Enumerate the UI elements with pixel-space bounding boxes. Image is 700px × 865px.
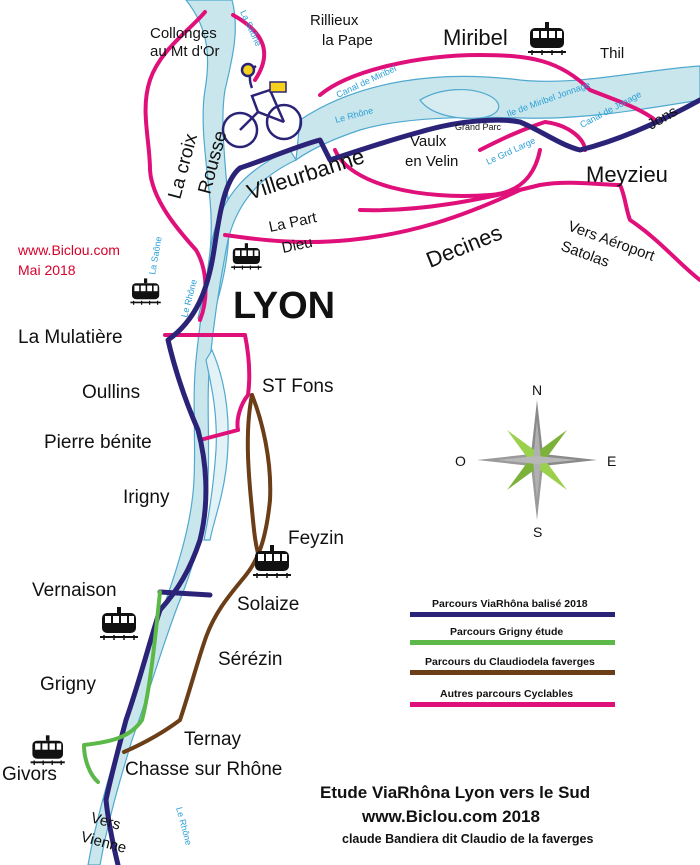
label-collonges-1: Collonges bbox=[150, 25, 217, 42]
label-decines: Decines bbox=[423, 220, 506, 273]
label-saone-top: La Saône bbox=[238, 9, 263, 48]
legend-swatch-viarhona bbox=[410, 612, 615, 617]
credit-date: Mai 2018 bbox=[18, 262, 76, 278]
label-saone-left: La Saône bbox=[147, 236, 164, 276]
legend-swatch-cyclable bbox=[410, 702, 615, 707]
label-givors: Givors bbox=[2, 764, 57, 785]
label-ternay: Ternay bbox=[184, 729, 242, 750]
legend-swatch-grigny bbox=[410, 640, 615, 645]
cyclable-grand-large bbox=[478, 120, 587, 152]
label-grigny: Grigny bbox=[40, 674, 96, 695]
cyclable-partdieu bbox=[223, 188, 522, 245]
legend-swatch-claudio bbox=[410, 670, 615, 675]
label-mulatiere: La Mulatière bbox=[18, 327, 123, 348]
grigny-route bbox=[82, 590, 162, 784]
label-vienne-1: Vers bbox=[89, 809, 122, 833]
label-feyzin: Feyzin bbox=[288, 528, 344, 549]
label-chasse: Chasse sur Rhône bbox=[125, 759, 282, 780]
footer-site: www.Biclou.com 2018 bbox=[361, 807, 540, 826]
label-pierre-benite: Pierre bénite bbox=[44, 432, 152, 453]
label-rhone-bottom: Le Rhône bbox=[174, 806, 194, 846]
label-part-dieu-2: Dieu bbox=[280, 234, 314, 257]
train-icon-part-dieu bbox=[230, 242, 263, 271]
compass-s: S bbox=[533, 524, 542, 540]
label-solaize: Solaize bbox=[237, 594, 299, 615]
label-rillieux-1: Rillieux bbox=[310, 12, 359, 29]
compass-n: N bbox=[532, 382, 542, 398]
label-vaulx-1: Vaulx bbox=[410, 133, 447, 150]
label-vernaison: Vernaison bbox=[32, 580, 117, 601]
cyclable-routes bbox=[143, 10, 700, 442]
train-icon-vernaison bbox=[99, 606, 139, 641]
cyclist-icon bbox=[221, 62, 303, 149]
legend-label-cyclable: Autres parcours Cyclables bbox=[440, 688, 573, 700]
train-icon-mulatiere bbox=[129, 277, 162, 306]
compass-o: O bbox=[455, 453, 466, 469]
label-lyon: LYON bbox=[233, 285, 335, 327]
label-st-fons: ST Fons bbox=[262, 376, 333, 397]
legend-label-grigny: Parcours Grigny étude bbox=[450, 626, 563, 638]
cyclable-miribel bbox=[318, 53, 657, 122]
label-oullins: Oullins bbox=[82, 382, 140, 403]
label-grand-large: Le Grd Large bbox=[485, 135, 537, 166]
label-grand-parc: Grand Parc bbox=[455, 122, 502, 132]
claudio-route bbox=[122, 393, 273, 754]
label-miribel: Miribel bbox=[443, 25, 508, 50]
legend: Parcours ViaRhôna balisé 2018 Parcours G… bbox=[410, 598, 615, 707]
train-icon-givors bbox=[29, 734, 66, 766]
label-vaulx-2: en Velin bbox=[405, 153, 458, 170]
viarhona-south bbox=[103, 165, 243, 865]
label-collonges-2: au Mt d'Or bbox=[150, 43, 220, 60]
cyclable-saone bbox=[143, 10, 208, 322]
cyclable-vaulx bbox=[333, 148, 542, 198]
label-thil: Thil bbox=[600, 45, 624, 62]
label-serezin: Sérézin bbox=[218, 649, 282, 670]
viarhona-vernaison-link bbox=[157, 589, 213, 598]
viarhona-route bbox=[103, 97, 700, 865]
ile-miribel-lakes bbox=[419, 89, 500, 119]
label-meyzieu: Meyzieu bbox=[586, 162, 668, 187]
compass-rose-icon bbox=[477, 400, 597, 520]
label-rillieux-2: la Pape bbox=[322, 32, 373, 49]
compass-e: E bbox=[607, 453, 616, 469]
legend-label-viarhona: Parcours ViaRhôna balisé 2018 bbox=[432, 598, 588, 610]
footer-author: claude Bandiera dit Claudio de la faverg… bbox=[342, 832, 594, 846]
cyclable-collonges bbox=[231, 13, 267, 82]
label-part-dieu-1: La Part bbox=[267, 209, 319, 236]
water-bodies bbox=[87, 0, 700, 865]
cyclable-meyzieu bbox=[358, 180, 700, 282]
rhone-upper bbox=[295, 65, 700, 162]
credit-site: www.Biclou.com bbox=[17, 242, 120, 258]
cyclable-st-fons bbox=[163, 333, 252, 442]
rhone-branch bbox=[203, 348, 229, 541]
viarhona-north bbox=[237, 97, 700, 171]
train-icon-miribel bbox=[527, 21, 567, 56]
footer-title: Etude ViaRhôna Lyon vers le Sud bbox=[320, 783, 590, 802]
label-irigny: Irigny bbox=[123, 487, 170, 508]
legend-label-claudio: Parcours du Claudiodela faverges bbox=[425, 656, 595, 668]
